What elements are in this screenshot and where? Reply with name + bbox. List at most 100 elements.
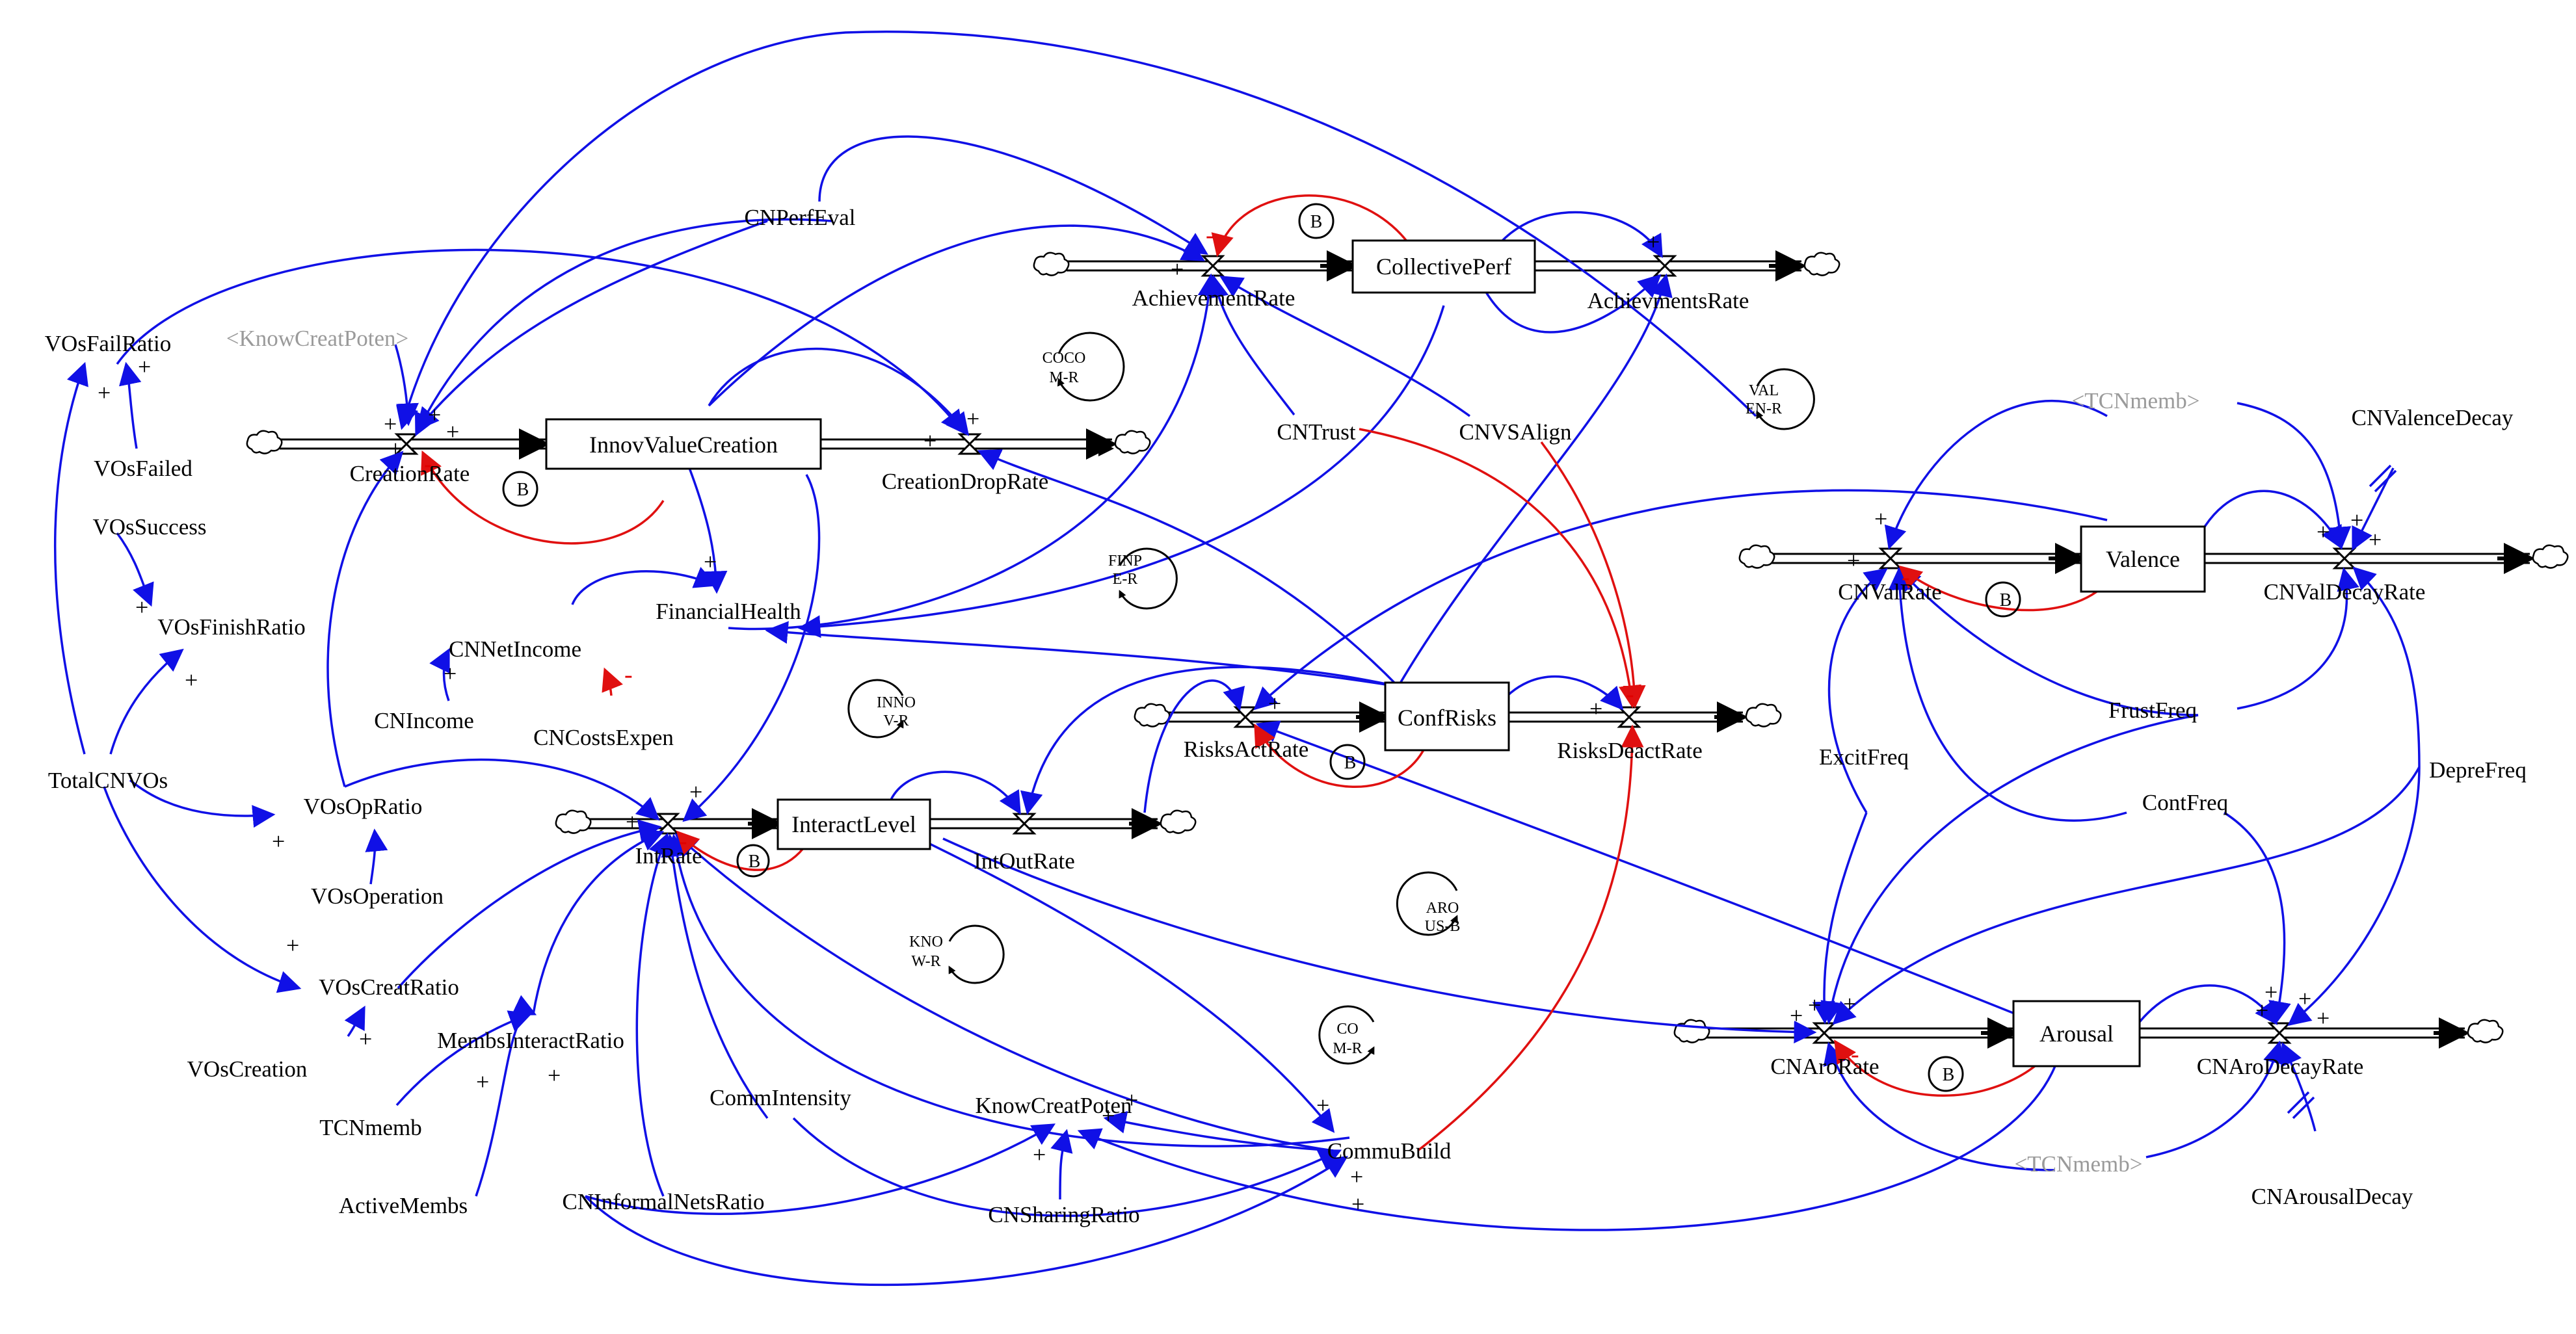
cloud-icon (1134, 703, 1171, 727)
stock-interact-level[interactable]: InteractLevel (777, 798, 931, 850)
cloud-icon (1745, 703, 1782, 727)
svg-text:+: + (98, 380, 111, 406)
loop-inno-v-r: INNO V-R (847, 679, 916, 739)
var-cn-valence-decay[interactable]: CNValenceDecay (2352, 405, 2514, 430)
var-financial-health[interactable]: FinancialHealth (656, 599, 801, 624)
var-vos-failed[interactable]: VOsFailed (94, 456, 193, 481)
svg-text:+: + (704, 549, 717, 575)
polarity-marks: + + + + + + + + + + + + + + + + + + + + … (98, 222, 2382, 1217)
stock-arousal[interactable]: Arousal (2012, 1000, 2141, 1067)
svg-text:+: + (626, 809, 639, 835)
var-cn-trust[interactable]: CNTrust (1277, 419, 1356, 445)
svg-text:B: B (749, 852, 761, 872)
svg-text:B: B (1943, 1065, 1955, 1085)
cloud-icon (246, 430, 283, 454)
var-frust-freq[interactable]: FrustFreq (2108, 698, 2197, 723)
var-cn-informal-nets-ratio[interactable]: CNInformalNetsRatio (562, 1189, 764, 1214)
rate-int-rate[interactable]: IntRate (635, 843, 702, 869)
svg-text:EN-R: EN-R (1746, 400, 1782, 417)
rate-creation-drop-rate[interactable]: CreationDropRate (882, 469, 1049, 494)
svg-text:+: + (1808, 992, 1821, 1018)
shadow-var-tcn-memb-bottom[interactable]: <TCNmemb> (2015, 1151, 2143, 1177)
svg-text:+: + (446, 419, 459, 445)
stock-innov-value-creation[interactable]: InnovValueCreation (545, 418, 822, 470)
shadow-var-tcn-memb-top[interactable]: <TCNmemb> (2072, 388, 2200, 413)
stock-conf-risks[interactable]: ConfRisks (1384, 681, 1510, 752)
svg-text:+: + (359, 1026, 372, 1052)
svg-text:US-B: US-B (1425, 918, 1461, 935)
svg-text:+: + (384, 411, 397, 437)
svg-text:+: + (286, 932, 299, 958)
svg-text:+: + (548, 1062, 561, 1088)
svg-text:+: + (1847, 547, 1860, 573)
var-depre-freq[interactable]: DepreFreq (2429, 757, 2527, 783)
loop-balancing-icon: B (1298, 203, 1334, 239)
var-cn-perf-eval[interactable]: CNPerfEval (744, 205, 855, 230)
negative-links (421, 194, 2121, 1152)
var-cn-income[interactable]: CNIncome (374, 708, 474, 733)
var-cnvs-align[interactable]: CNVSAlign (1459, 419, 1571, 445)
stock-valence[interactable]: Valence (2080, 525, 2206, 593)
var-cn-arousal-decay[interactable]: CNArousalDecay (2251, 1184, 2413, 1209)
cloud-icon (1738, 544, 1775, 569)
var-vos-creation[interactable]: VOsCreation (187, 1056, 308, 1082)
rate-achievements-rate[interactable]: AchievmentsRate (1587, 288, 1749, 313)
rate-labels: CreationRate CreationDropRate Achievemen… (350, 285, 2426, 1079)
var-cont-freq[interactable]: ContFreq (2142, 790, 2228, 815)
svg-text:+: + (1316, 1092, 1329, 1118)
svg-text:+: + (476, 1069, 489, 1095)
svg-text:M-R: M-R (1049, 369, 1078, 386)
var-tcn-memb[interactable]: TCNmemb (319, 1115, 421, 1140)
loop-finp-e-r: FINP E-R (1108, 547, 1178, 610)
var-vos-success[interactable]: VOsSuccess (93, 514, 207, 540)
loop-knowr: KNO W-R (909, 924, 1005, 984)
causal-links (54, 31, 2421, 1287)
rate-cn-aro-rate[interactable]: CNAroRate (1770, 1054, 1879, 1079)
var-cn-sharing-ratio[interactable]: CNSharingRatio (988, 1202, 1139, 1227)
rate-int-out-rate[interactable]: IntOutRate (974, 848, 1075, 874)
rate-cn-val-rate[interactable]: CNValRate (1838, 579, 1941, 605)
svg-text:+: + (1102, 1103, 1115, 1129)
svg-text:-: - (1851, 1041, 1859, 1068)
var-cn-costs-expen[interactable]: CNCostsExpen (533, 725, 674, 750)
valve-icon (1617, 706, 1641, 728)
svg-text:W-R: W-R (911, 953, 940, 970)
shadow-var-know-creat-poten[interactable]: <KnowCreatPoten> (226, 326, 409, 351)
var-vos-fail-ratio[interactable]: VOsFailRatio (45, 331, 171, 356)
delay-marks (2287, 464, 2397, 1119)
var-membs-interact-ratio[interactable]: MembsInteractRatio (437, 1028, 624, 1053)
rate-risks-act-rate[interactable]: RisksActRate (1184, 737, 1308, 762)
var-know-creat-poten[interactable]: KnowCreatPoten (975, 1093, 1132, 1118)
svg-text:-: - (679, 828, 687, 855)
var-total-cn-vos[interactable]: TotalCNVOs (48, 768, 168, 793)
var-active-membs[interactable]: ActiveMembs (339, 1193, 468, 1218)
var-vos-op-ratio[interactable]: VOsOpRatio (304, 794, 423, 819)
loop-balancing-icon: B (736, 844, 770, 878)
svg-text:B: B (1310, 212, 1323, 232)
svg-text:B: B (2000, 590, 2012, 610)
var-commu-build[interactable]: CommuBuild (1327, 1138, 1452, 1164)
svg-text:VAL: VAL (1749, 382, 1779, 399)
loop-coco-r: COCO M-R (1042, 332, 1125, 402)
var-vos-creat-ratio[interactable]: VOsCreatRatio (319, 974, 459, 1000)
rate-cn-aro-decay-rate[interactable]: CNAroDecayRate (2197, 1054, 2364, 1079)
loop-aro-us-b: ARO US-B (1396, 871, 1461, 936)
svg-text:KNO: KNO (909, 934, 943, 950)
svg-text:V-R: V-R (883, 713, 909, 729)
var-excit-freq[interactable]: ExcitFreq (1819, 744, 1909, 770)
var-vos-finish-ratio[interactable]: VOsFinishRatio (157, 614, 306, 640)
stock-label: InteractLevel (791, 811, 916, 837)
var-vos-operation[interactable]: VOsOperation (311, 883, 444, 909)
rate-risks-deact-rate[interactable]: RisksDeactRate (1557, 738, 1703, 763)
rate-creation-rate[interactable]: CreationRate (350, 461, 470, 486)
rate-achievement-rate[interactable]: AchievementRate (1132, 285, 1295, 311)
var-comm-intensity[interactable]: CommIntensity (710, 1085, 851, 1110)
stock-collective-perf[interactable]: CollectivePerf (1351, 239, 1536, 294)
var-cn-net-income[interactable]: CNNetIncome (449, 636, 581, 662)
cloud-icon (1033, 252, 1070, 276)
svg-text:+: + (2255, 997, 2268, 1023)
loop-val-en-r: VAL EN-R (1746, 368, 1815, 430)
svg-text:-: - (1902, 564, 1910, 591)
stock-label: CollectivePerf (1376, 254, 1511, 280)
rate-cn-val-decay-rate[interactable]: CNValDecayRate (2264, 579, 2426, 605)
